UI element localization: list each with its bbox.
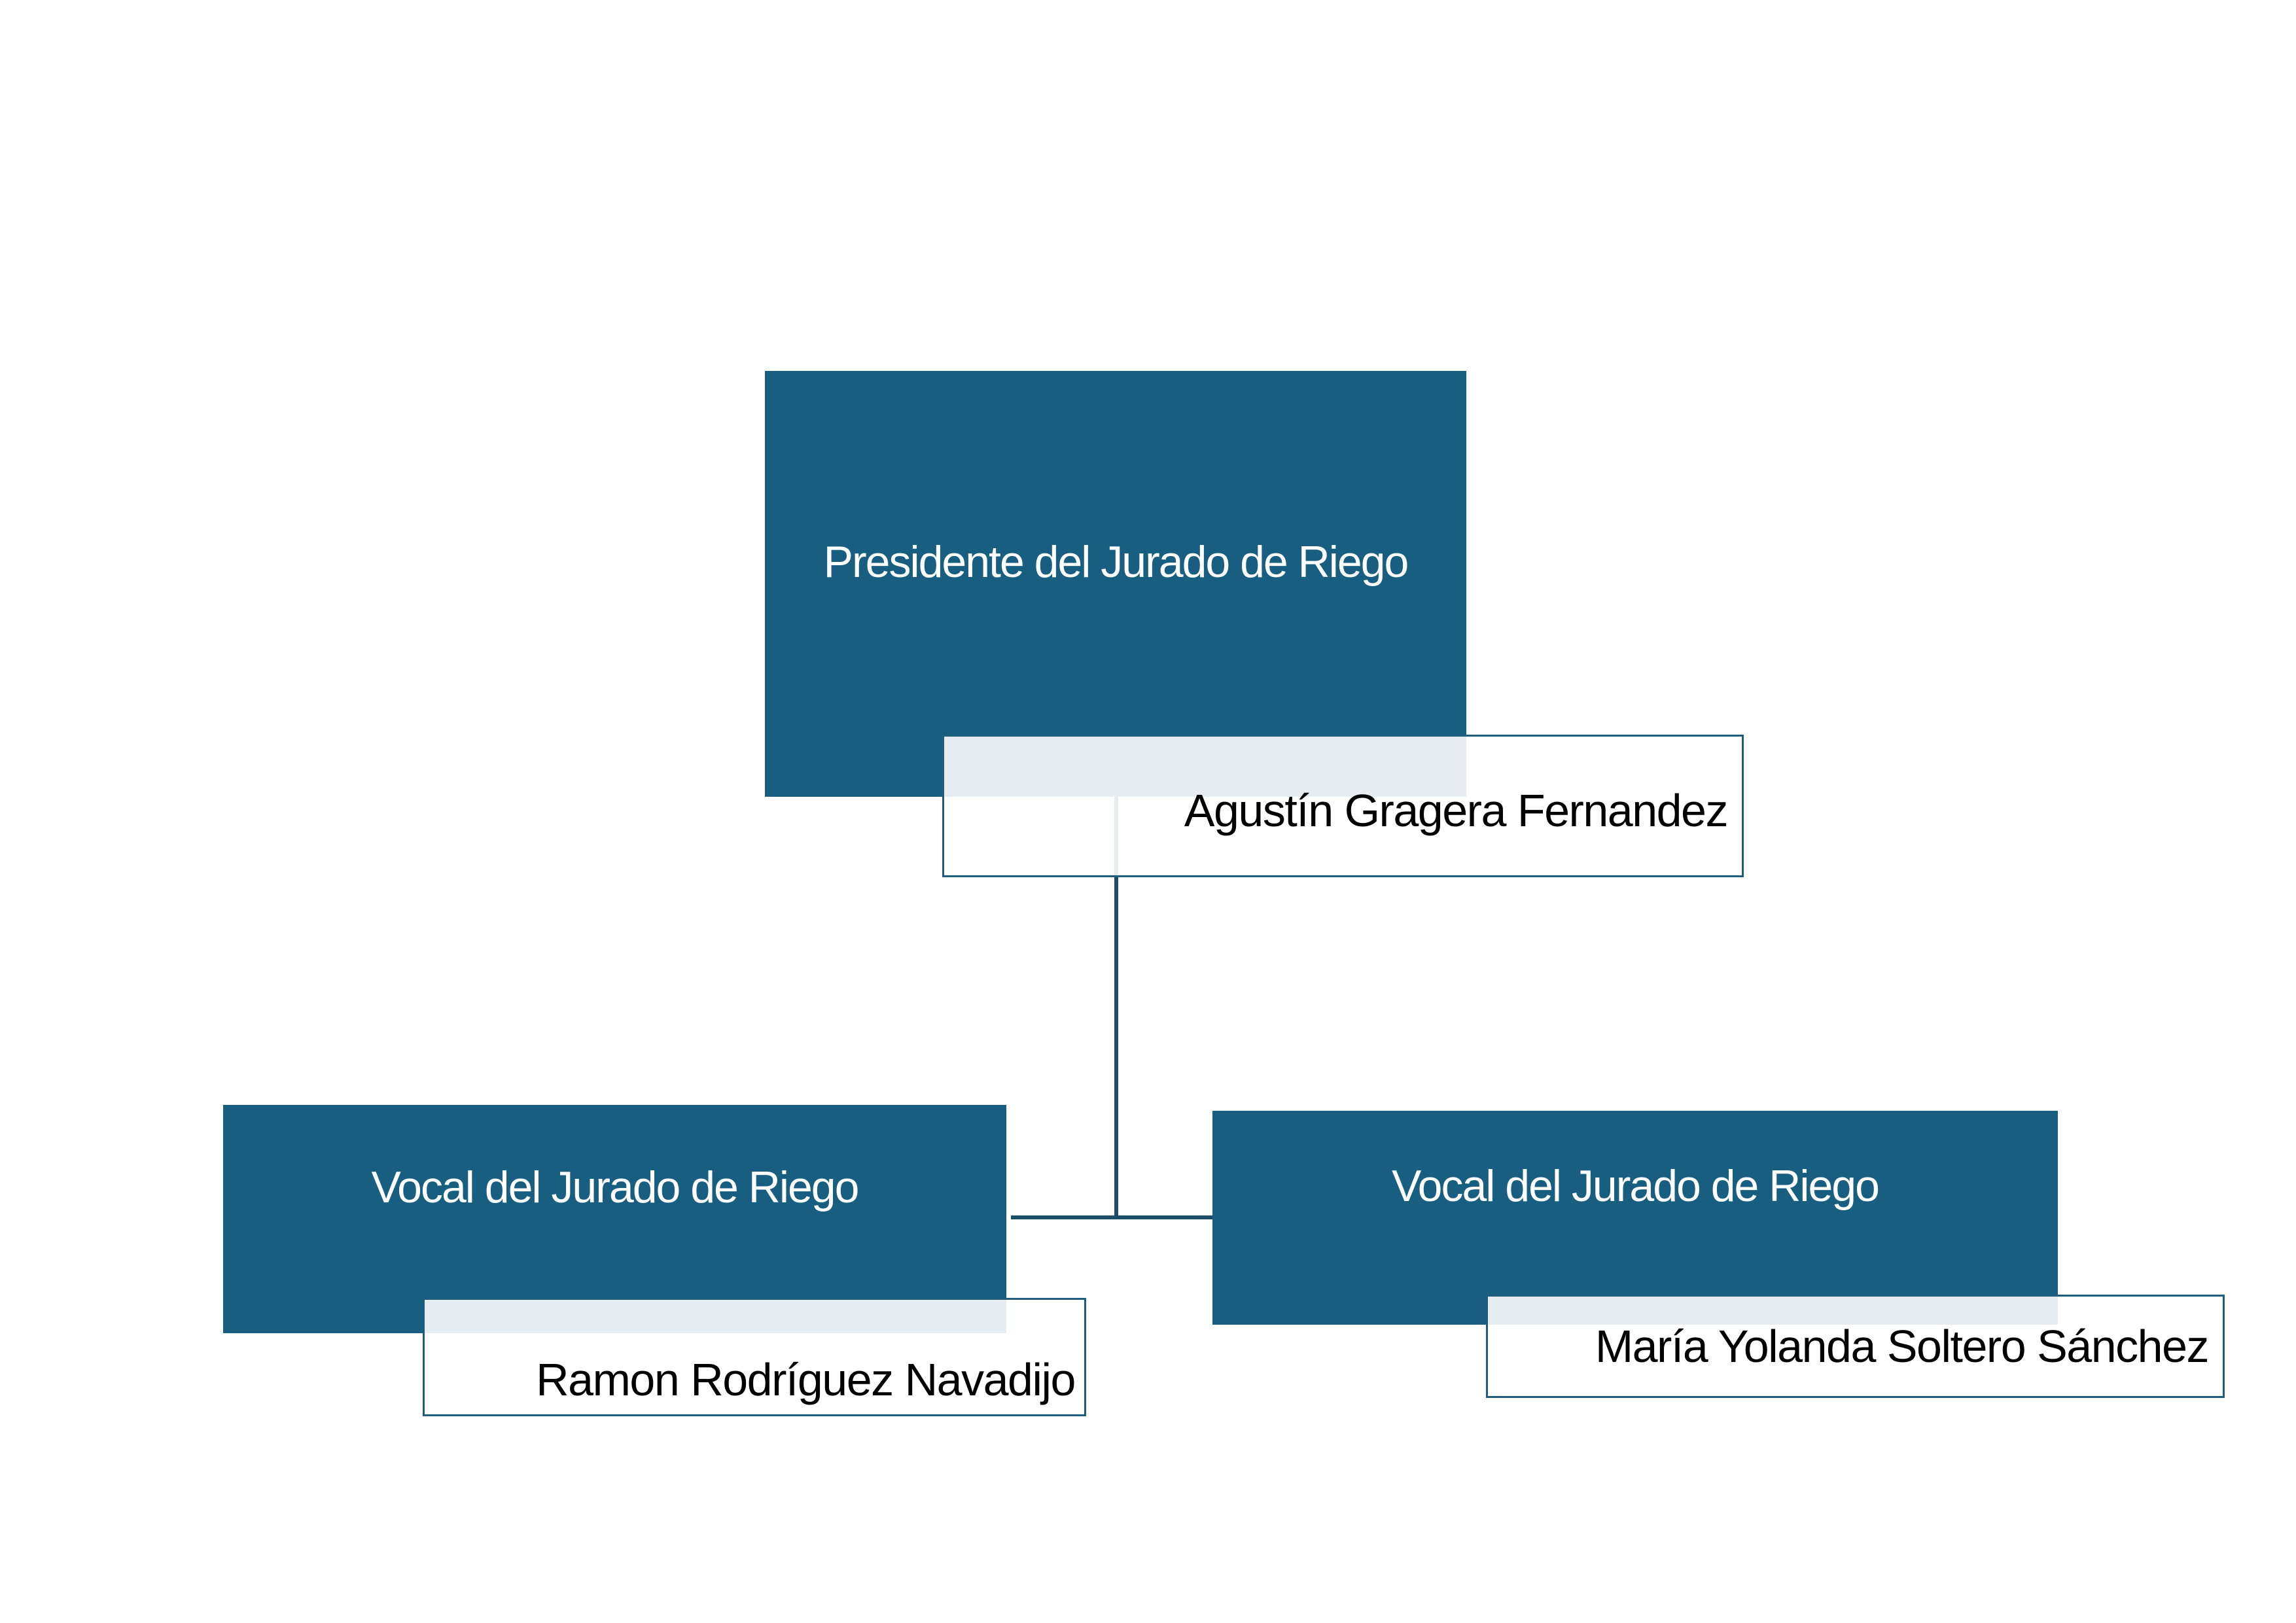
connector-horizontal-line <box>1011 1215 1212 1219</box>
vocal-left-name-plate[interactable]: Ramon Rodríguez Navadijo <box>423 1298 1086 1416</box>
vocal-right-title: Vocal del Jurado de Riego <box>1392 1161 1880 1211</box>
vocal-left-title: Vocal del Jurado de Riego <box>371 1162 860 1212</box>
vocal-right-node[interactable]: Vocal del Jurado de Riego <box>1212 1111 2058 1325</box>
president-name-plate[interactable]: Agustín Gragera Fernandez <box>942 735 1744 877</box>
vocal-left-name: Ramon Rodríguez Navadijo <box>536 1353 1076 1405</box>
vocal-left-node[interactable]: Vocal del Jurado de Riego <box>223 1105 1006 1333</box>
president-node[interactable]: Presidente del Jurado de Riego <box>765 371 1466 797</box>
president-title: Presidente del Jurado de Riego <box>823 536 1409 587</box>
connector-vertical-line <box>1114 797 1118 1218</box>
vocal-right-name-plate[interactable]: María Yolanda Soltero Sánchez <box>1486 1295 2225 1398</box>
vocal-right-name: María Yolanda Soltero Sánchez <box>1595 1321 2210 1372</box>
president-name: Agustín Gragera Fernandez <box>1184 785 1729 836</box>
